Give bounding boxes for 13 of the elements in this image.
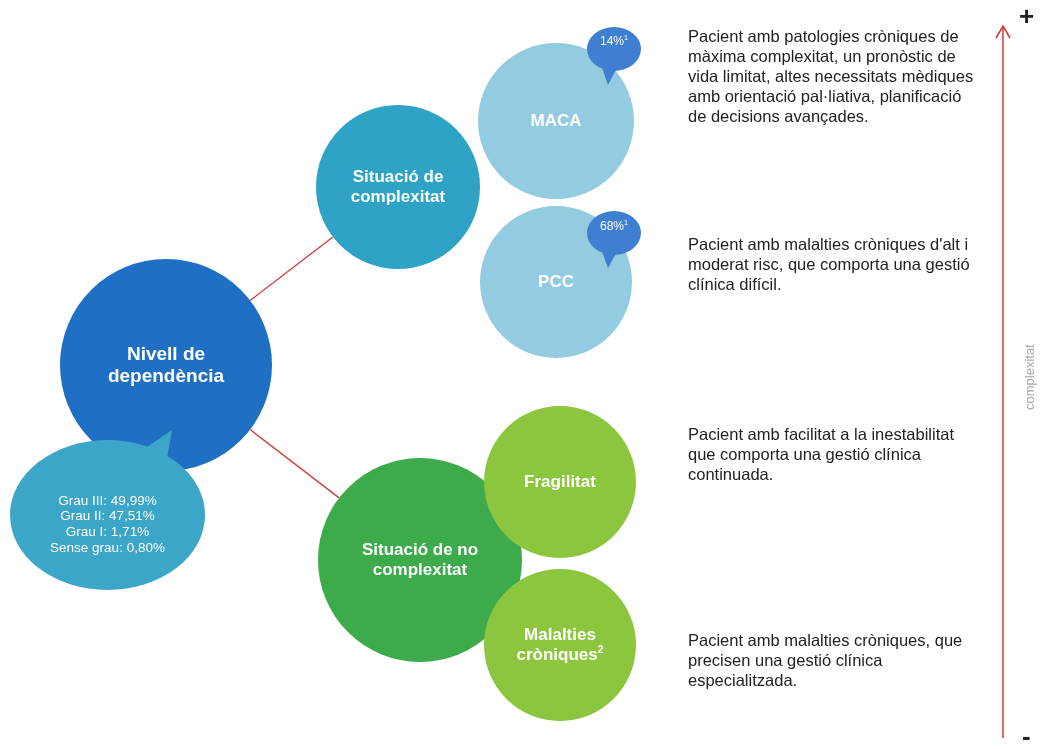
minus-sign: -	[1022, 722, 1032, 749]
connector-line	[249, 236, 334, 302]
description-text: Pacient amb facilitat a la inestabilitat que comporta una gestió clínica continuada.	[688, 424, 955, 484]
connector-line	[249, 428, 340, 499]
description-text: Pacient amb patologies cròniques de màxima complexitat, un pronòstic de vida limitat, altes necessitats mèdiques amb orientació pal·liativa, planificació de decisions avançades.	[688, 26, 975, 126]
circle-node: Nivell de dependència	[60, 259, 272, 471]
description-text: Pacient amb malalties cròniques, que precisen una gestió clínica especialitzada.	[688, 630, 964, 690]
description-text: Pacient amb malalties cròniques d'alt i moderat risc, que comporta una gestió clínica difícil.	[688, 234, 971, 294]
plus-sign: +	[1019, 2, 1036, 31]
axis-label: complexitat	[1022, 343, 1038, 412]
circle-node: Fragilitat	[484, 406, 636, 558]
circle-node: Situació de complexitat	[316, 105, 480, 269]
circle-node: Malalties cròniques$^{2}$	[484, 569, 636, 721]
